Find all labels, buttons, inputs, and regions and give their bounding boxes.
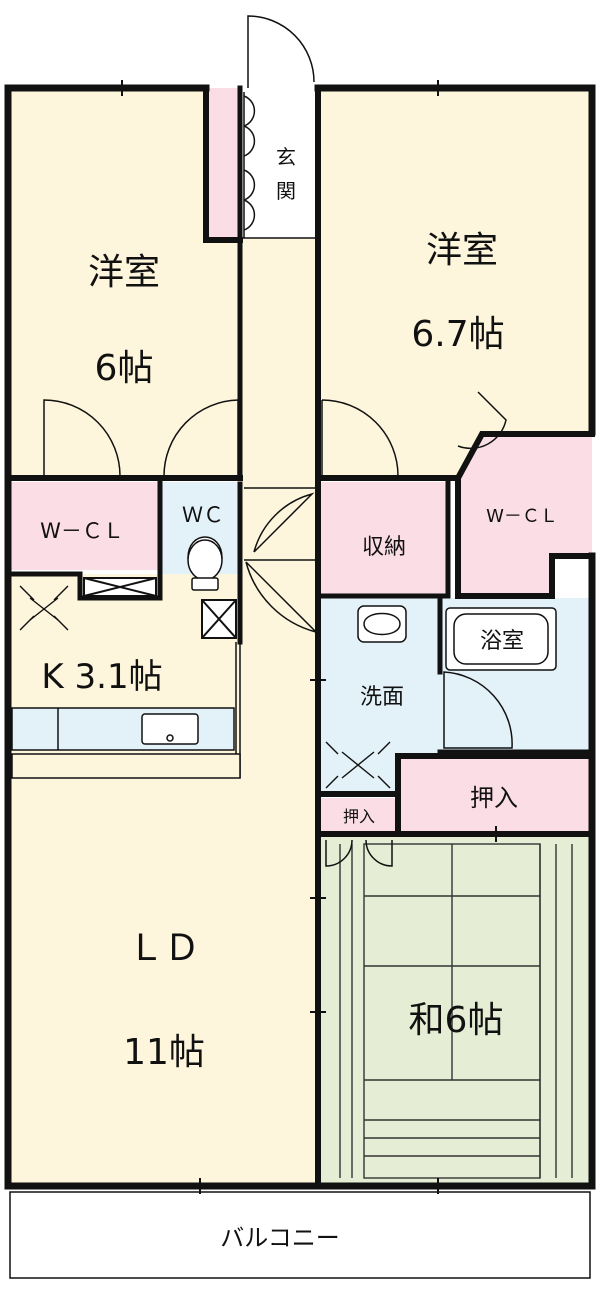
wall-ticks: [121, 80, 497, 1194]
pipe-shaft-box: [83, 577, 237, 639]
washroom-label: 洗面: [360, 685, 404, 710]
closet-big-label: 押入: [470, 784, 518, 812]
western-room-left-size: 6帖: [95, 348, 154, 389]
walls: [4, 84, 596, 1190]
storage-fill: [320, 482, 448, 594]
door-swing-icon: [43, 15, 513, 867]
japanese-room-label: 和6帖: [409, 1000, 504, 1041]
closet-big-fill: [400, 756, 592, 832]
sink-icon: [141, 713, 199, 745]
western-room-right-name: 洋室: [426, 230, 498, 271]
tatami-lines: [339, 843, 573, 1179]
wcl-left-label: W－ＣＬ: [40, 519, 124, 543]
washbasin-icon: [357, 605, 407, 643]
entrance-floor-fill: [240, 88, 318, 238]
wcl-right-label: W－ＣＬ: [486, 506, 558, 527]
bath-label: 浴室: [480, 629, 524, 654]
bathtub-icon: [445, 607, 557, 671]
japanese-room-fill: [320, 836, 592, 1186]
storage-label: 収納: [362, 535, 406, 560]
ld-size: 11帖: [123, 1032, 205, 1073]
kitchen-label: K 3.1帖: [41, 657, 162, 697]
balcony-fill: [9, 1191, 591, 1279]
entrance-label-top: 玄: [276, 145, 296, 169]
kitchen-counter: [11, 707, 241, 779]
closet-small-label: 押入: [343, 807, 375, 826]
wc-label: ＷＣ: [182, 503, 224, 527]
hallway-lines: [235, 92, 318, 778]
hallway-fill: [240, 238, 318, 488]
entrance-scallops: [243, 95, 256, 231]
ld-fill: [8, 754, 318, 1186]
western-room-left-name: 洋室: [88, 252, 160, 293]
ventilation-icon: [19, 585, 391, 789]
western-room-right-fill: [320, 88, 592, 478]
western-room-left-fill: [8, 88, 240, 478]
ld-name: ＬＤ: [128, 928, 200, 969]
entrance-label-bottom: 関: [276, 179, 296, 203]
entrance-fill: [206, 88, 240, 238]
wcl-left-fill: [8, 482, 158, 570]
closet-small-fill: [320, 798, 396, 832]
toilet-icon: [187, 536, 223, 591]
balcony-label: バルコニー: [220, 1224, 340, 1252]
western-room-right-size: 6.7帖: [411, 314, 504, 355]
